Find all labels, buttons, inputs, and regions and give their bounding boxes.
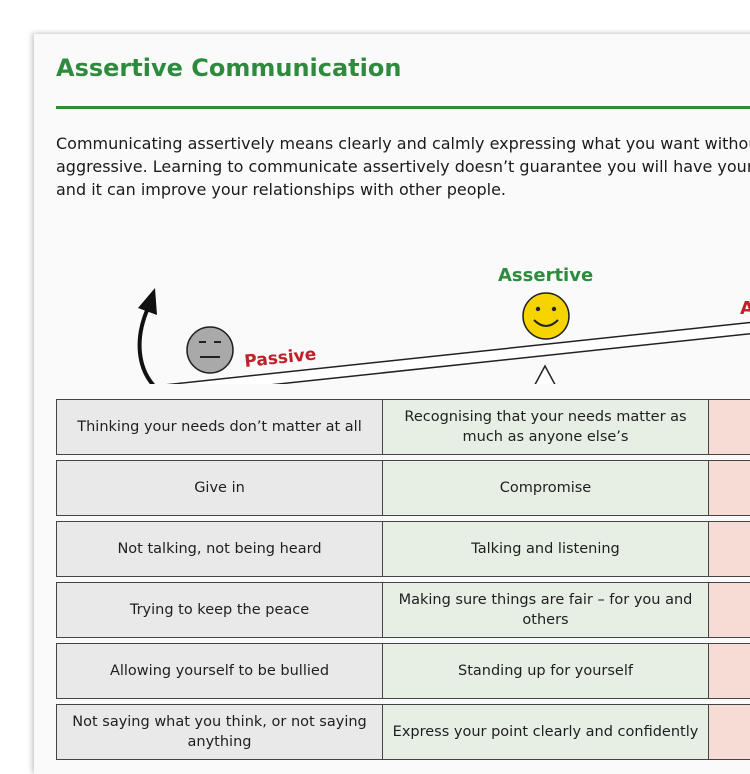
table-row: Give in Compromise xyxy=(57,461,750,516)
seesaw-diagram: Assertive Passive A xyxy=(34,224,750,384)
assertive-cell: Express your point clearly and confident… xyxy=(383,705,709,760)
title-underline xyxy=(56,106,750,109)
worksheet-page: Assertive Communication Communicating as… xyxy=(34,34,750,774)
curved-arrow-head-icon xyxy=(138,288,157,315)
curved-arrow-icon xyxy=(140,308,156,384)
aggressive-cell: Th xyxy=(709,400,750,455)
passive-label: Passive xyxy=(243,345,317,372)
aggressive-cell xyxy=(709,583,750,638)
table-row: Trying to keep the peace Making sure thi… xyxy=(57,583,750,638)
table-row: Not saying what you think, or not saying… xyxy=(57,705,750,760)
intro-line-2: aggressive. Learning to communicate asse… xyxy=(56,155,750,178)
assertive-label: Assertive xyxy=(498,265,593,286)
intro-paragraph: Communicating assertively means clearly … xyxy=(56,132,750,201)
comparison-table: Thinking your needs don’t matter at all … xyxy=(56,399,750,760)
neutral-face-icon xyxy=(187,327,233,373)
intro-line-3: and it can improve your relationships wi… xyxy=(56,178,750,201)
passive-cell: Not talking, not being heard xyxy=(57,522,383,577)
passive-cell: Give in xyxy=(57,461,383,516)
assertive-cell: Making sure things are fair – for you an… xyxy=(383,583,709,638)
page-title: Assertive Communication xyxy=(56,54,401,82)
table-row: Not talking, not being heard Talking and… xyxy=(57,522,750,577)
aggressive-cell xyxy=(709,705,750,760)
passive-cell: Not saying what you think, or not saying… xyxy=(57,705,383,760)
aggressive-cell xyxy=(709,461,750,516)
assertive-cell: Recognising that your needs matter as mu… xyxy=(383,400,709,455)
assertive-cell: Standing up for yourself xyxy=(383,644,709,699)
table-row: Allowing yourself to be bullied Standing… xyxy=(57,644,750,699)
passive-cell: Allowing yourself to be bullied xyxy=(57,644,383,699)
aggressive-label-partial: A xyxy=(740,298,750,319)
fulcrum-triangle xyxy=(524,366,566,384)
aggressive-cell xyxy=(709,522,750,577)
intro-line-1: Communicating assertively means clearly … xyxy=(56,132,750,155)
passive-cell: Trying to keep the peace xyxy=(57,583,383,638)
assertive-cell: Talking and listening xyxy=(383,522,709,577)
assertive-cell: Compromise xyxy=(383,461,709,516)
table-row: Thinking your needs don’t matter at all … xyxy=(57,400,750,455)
passive-cell: Thinking your needs don’t matter at all xyxy=(57,400,383,455)
aggressive-cell xyxy=(709,644,750,699)
smiley-face-icon xyxy=(523,293,569,339)
